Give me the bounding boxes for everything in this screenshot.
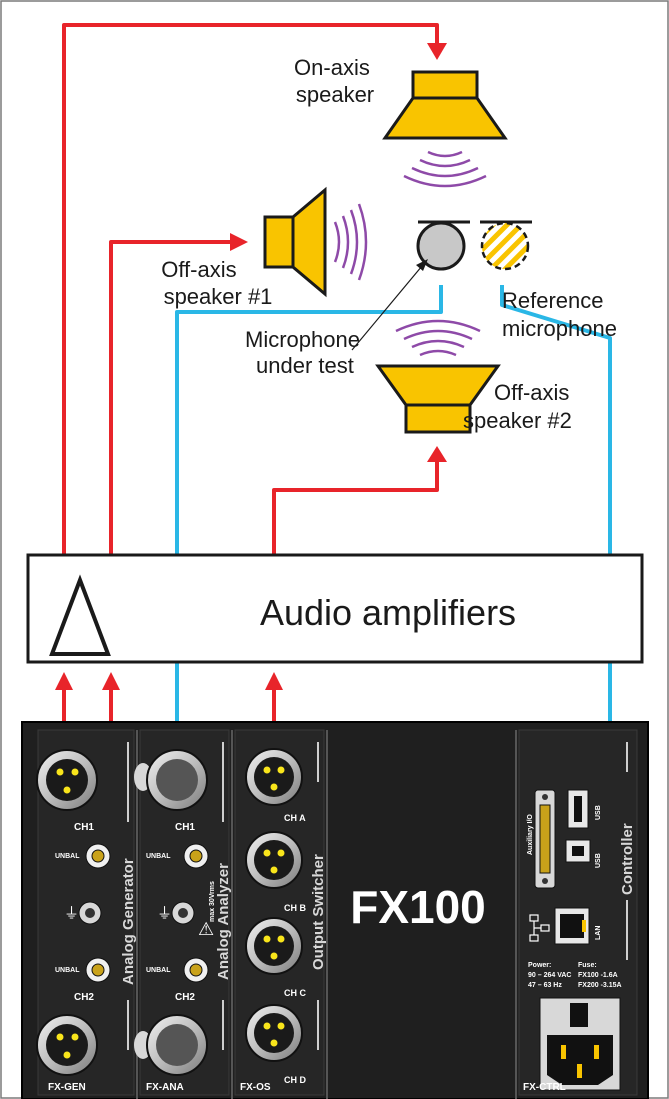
ctrl-fuse-fx200: FX200 -3.15A [578, 982, 622, 989]
gen-unbal-1-label: UNBAL [55, 853, 80, 860]
os-chb-xlr-connector [245, 831, 303, 889]
gen-title: Analog Generator [120, 858, 137, 985]
ctrl-power-title: Power: [528, 962, 551, 969]
arrow-on-axis [427, 43, 447, 60]
arrow-amp-in-2 [102, 672, 120, 690]
ana-id: FX-ANA [146, 1082, 184, 1093]
ana-unbal-1-connector [183, 843, 209, 869]
gen-id: FX-GEN [48, 1082, 86, 1093]
arrow-amp-in-3 [265, 672, 283, 690]
os-chc-xlr-connector [245, 917, 303, 975]
ana-title: Analog Analyzer [215, 863, 232, 980]
network-icon [529, 914, 550, 942]
on-axis-speaker [382, 70, 508, 188]
os-chd-xlr-connector [245, 1004, 303, 1062]
module-analog-analyzer: Analog Analyzer CH1 UNBAL ⏚ ⚠ max 30Vrms… [134, 742, 232, 1093]
os-chb-label: CH B [284, 903, 306, 913]
os-chc-label: CH C [284, 988, 306, 998]
module-controller: Controller Auxiliary I/O USB USB [523, 742, 636, 1093]
ana-max-rating: max 30Vrms [209, 881, 216, 922]
os-cha-xlr-connector [245, 748, 303, 806]
gen-unbal-1-connector [85, 843, 111, 869]
arrow-off-axis-1 [230, 233, 248, 251]
fx100-device: FX100 Analog Generator CH1 UNBAL ⏚ [21, 721, 649, 1099]
gen-unbal-2-label: UNBAL [55, 967, 80, 974]
sound-wave-icon [395, 319, 481, 357]
ana-unbal-2-label: UNBAL [146, 967, 171, 974]
reference-microphone-label: Reference microphone [502, 288, 617, 341]
ctrl-power-voltage: 90 – 264 VAC [528, 972, 571, 979]
ana-ch1-xlr-connector [146, 749, 208, 811]
cable-amp-to-on-axis-speaker [62, 23, 439, 555]
ctrl-fuse-title: Fuse: [578, 962, 597, 969]
gen-ground-connector [78, 901, 102, 925]
mic-under-test-label: Microphone under test [245, 327, 366, 378]
gen-unbal-2-connector [85, 957, 111, 983]
reference-microphone [480, 220, 532, 271]
cable-amp-to-off-axis-speaker-1 [109, 240, 232, 555]
module-analog-generator: Analog Generator CH1 UNBAL ⏚ UNBAL [36, 742, 137, 1093]
amplifier-label: Audio amplifiers [260, 592, 516, 633]
ctrl-power-frequency: 47 – 63 Hz [528, 982, 562, 989]
audio-amplifier: Audio amplifiers [26, 553, 644, 664]
cable-amp-to-off-axis-speaker-2 [272, 462, 439, 555]
gen-ch2-label: CH2 [74, 992, 94, 1003]
ctrl-usb-2-label: USB [595, 853, 602, 868]
microphone-under-test [416, 220, 470, 271]
ctrl-aux-connector [534, 789, 556, 889]
ground-icon: ⏚ [157, 905, 172, 922]
ana-unbal-1-label: UNBAL [146, 853, 171, 860]
mic-pointer [351, 259, 428, 351]
ctrl-power-inlet [539, 997, 621, 1091]
gen-ch1-xlr-connector [36, 749, 98, 811]
off-axis-speaker-1-label: Off-axis speaker #1 [161, 257, 272, 309]
ctrl-usb-1-label: USB [595, 805, 602, 820]
off-axis-speaker-2 [375, 319, 501, 434]
on-axis-speaker-label: On-axis speaker [294, 55, 376, 107]
ana-unbal-2-connector [183, 957, 209, 983]
warning-icon: ⚠ [198, 919, 214, 939]
arrow-amp-in-1 [55, 672, 73, 690]
arrow-off-axis-2 [427, 446, 447, 462]
ctrl-fuse-fx100: FX100 -1.6A [578, 972, 618, 979]
os-cha-label: CH A [284, 813, 306, 823]
gen-ch1-label: CH1 [74, 822, 94, 833]
ana-ground-connector [171, 901, 195, 925]
ctrl-lan-port [554, 907, 590, 945]
sound-wave-icon [403, 150, 487, 188]
ctrl-usb-a-port [567, 789, 589, 829]
ctrl-id: FX-CTRL [523, 1082, 566, 1093]
amplifier-triangle-icon [49, 574, 111, 656]
device-model: FX100 [350, 881, 486, 933]
gen-ch2-xlr-connector [36, 1014, 98, 1076]
ctrl-title: Controller [619, 823, 636, 895]
off-axis-speaker-2-label: Off-axis speaker #2 [463, 380, 576, 433]
ana-ch2-label: CH2 [175, 992, 195, 1003]
ctrl-lan-label: LAN [595, 926, 602, 940]
ground-icon: ⏚ [64, 905, 79, 922]
ctrl-usb-b-port [565, 839, 591, 863]
ana-ch2-xlr-connector [146, 1014, 208, 1076]
os-chd-label: CH D [284, 1075, 306, 1085]
sound-wave-icon [333, 203, 368, 281]
off-axis-speaker-1 [263, 186, 368, 298]
ctrl-aux-label: Auxiliary I/O [527, 814, 534, 855]
ana-ch1-label: CH1 [175, 822, 195, 833]
os-title: Output Switcher [310, 854, 327, 970]
os-id: FX-OS [240, 1082, 271, 1093]
module-output-switcher: Output Switcher CH A CH B [240, 742, 327, 1093]
